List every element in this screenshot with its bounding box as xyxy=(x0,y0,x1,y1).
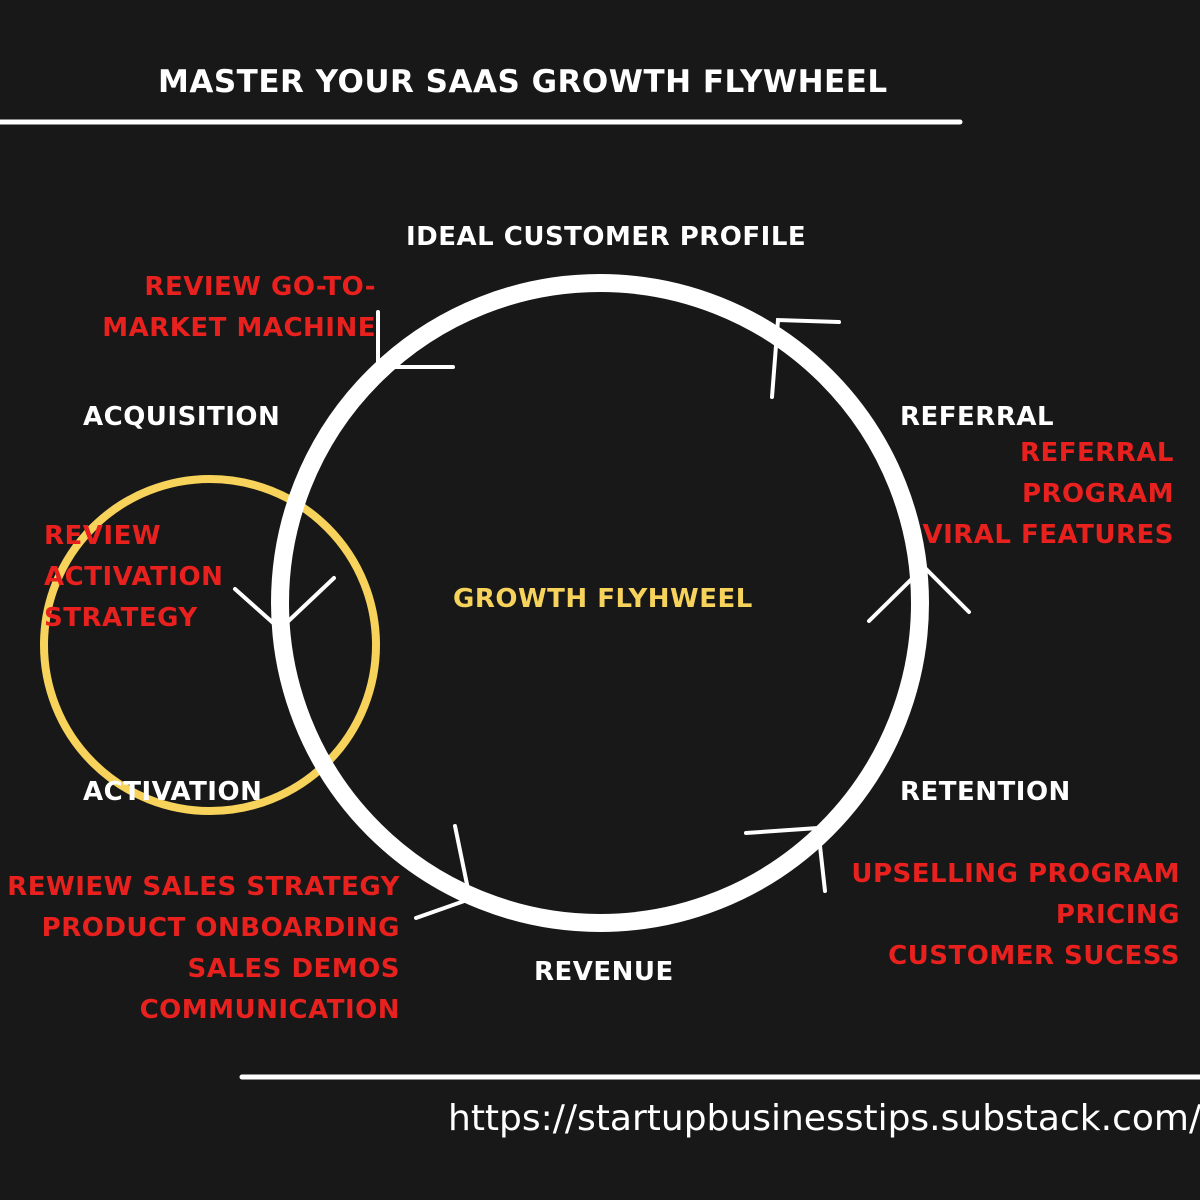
stage-activation: ACTIVATION xyxy=(83,777,263,807)
note-line: COMMUNICATION xyxy=(139,995,400,1025)
flywheel-arrows xyxy=(233,310,971,920)
flywheel-ring xyxy=(271,274,929,932)
arrow-mark-left xyxy=(233,576,336,632)
note-line: REVIEW xyxy=(44,521,162,551)
arrow-mark-bottom-left xyxy=(414,824,473,920)
stage-referral: REFERRAL xyxy=(900,402,1055,432)
stage-ideal-customer-profile: IDEAL CUSTOMER PROFILE xyxy=(406,222,807,252)
stage-revenue: REVENUE xyxy=(534,957,674,987)
note-line: REVIEW GO-TO- xyxy=(144,272,376,302)
note-line: SALES DEMOS xyxy=(187,954,400,984)
page-title: MASTER YOUR SAAS GROWTH FLYWHEEL xyxy=(158,64,888,100)
note-referral: REFERRAL PROGRAM VIRAL FEATURES xyxy=(922,433,1174,556)
note-line: CUSTOMER SUCESS xyxy=(888,941,1180,971)
note-line: ACTIVATION xyxy=(44,562,224,592)
note-line: REWIEW SALES STRATEGY xyxy=(7,872,400,902)
note-line: PRICING xyxy=(1055,900,1180,930)
note-line: REFERRAL xyxy=(1019,438,1174,468)
note-activation-strategy: REVIEW ACTIVATION STRATEGY xyxy=(44,516,223,639)
stage-retention: RETENTION xyxy=(900,777,1071,807)
arrow-mark-top-left xyxy=(376,310,455,369)
note-line: UPSELLING PROGRAM xyxy=(851,859,1180,889)
arrow-mark-top-right xyxy=(770,317,841,399)
note-line: PRODUCT ONBOARDING xyxy=(41,913,400,943)
note-line: MARKET MACHINE xyxy=(102,313,376,343)
note-retention: UPSELLING PROGRAM PRICING CUSTOMER SUCES… xyxy=(851,854,1180,977)
note-line: PROGRAM xyxy=(1021,479,1174,509)
arrow-mark-bottom-right xyxy=(744,825,827,893)
center-label: GROWTH FLYHWEEL xyxy=(453,584,753,614)
footer-url: https://startupbusinesstips.substack.com… xyxy=(448,1098,1200,1139)
note-line: VIRAL FEATURES xyxy=(922,520,1174,550)
note-line: STRATEGY xyxy=(44,603,198,633)
note-go-to-market: REVIEW GO-TO- MARKET MACHINE xyxy=(102,267,376,349)
note-revenue: REWIEW SALES STRATEGY PRODUCT ONBOARDING… xyxy=(7,867,400,1031)
stage-acquisition: ACQUISITION xyxy=(83,402,281,432)
arrow-mark-right xyxy=(867,564,971,623)
activation-highlight-ring xyxy=(40,475,380,815)
